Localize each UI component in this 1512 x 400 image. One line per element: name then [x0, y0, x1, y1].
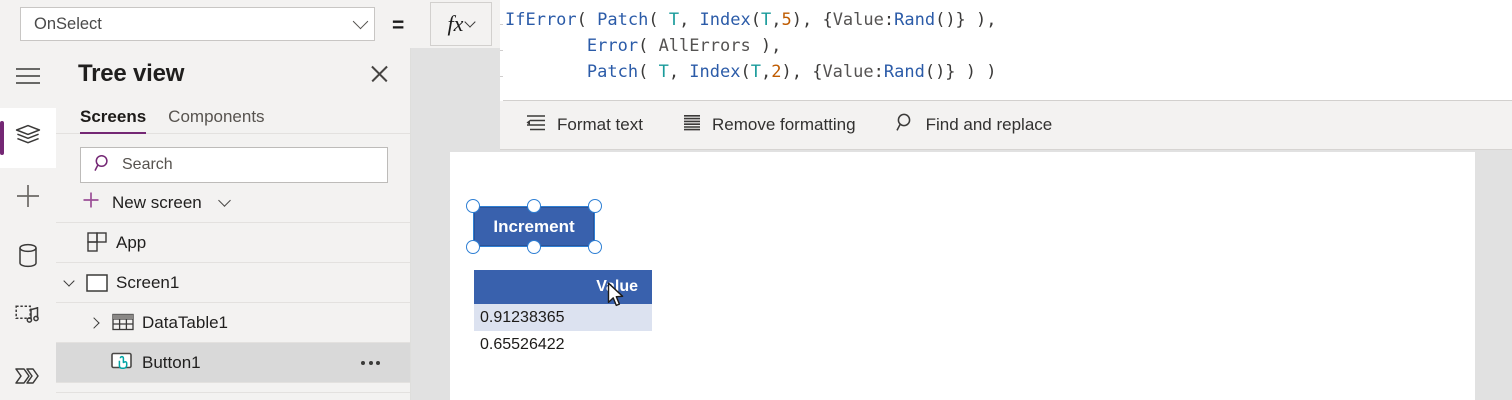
new-screen-label: New screen: [112, 192, 202, 212]
resize-handle-top-left[interactable]: [466, 199, 480, 213]
plus-icon: [82, 191, 100, 214]
app-grid-icon: [82, 232, 112, 253]
data-table-column-header[interactable]: Value: [474, 270, 652, 304]
cell-value: 0.65526422: [480, 335, 565, 353]
tab-screens[interactable]: Screens: [80, 107, 147, 134]
tree-view-panel: Tree view Screens Components New scree: [56, 48, 411, 400]
increment-button-label: Increment: [493, 216, 575, 236]
chevron-down-icon: [352, 13, 369, 30]
database-data-icon: [17, 243, 39, 274]
fx-label: fx: [447, 11, 464, 36]
format-text-label: Format text: [557, 115, 643, 134]
table-row[interactable]: 0.91238365: [474, 304, 652, 331]
property-dropdown-value: OnSelect: [34, 14, 102, 33]
resize-handle-bottom-left[interactable]: [466, 240, 480, 254]
tree-item-label: App: [116, 232, 147, 252]
data-table[interactable]: Value 0.91238365 0.65526422: [474, 270, 652, 358]
more-options-icon[interactable]: [361, 343, 380, 383]
search-input[interactable]: [122, 156, 387, 174]
search-box[interactable]: [80, 147, 388, 183]
tree-item-app[interactable]: App: [56, 223, 410, 263]
layers-tree-view-icon: [15, 124, 41, 153]
plus-insert-icon: [15, 183, 41, 214]
equals-sign: =: [392, 14, 405, 37]
twisty-collapsed[interactable]: [82, 316, 108, 329]
resize-handle-top-right[interactable]: [588, 199, 602, 213]
button-cursor-icon: [108, 352, 138, 373]
tree-item-label: Button1: [142, 352, 201, 372]
increment-button[interactable]: Increment: [474, 207, 594, 246]
sidebar-item-data[interactable]: [0, 228, 56, 288]
remove-formatting-icon: [683, 114, 701, 136]
formula-bar[interactable]: IfError( Patch( T, Index(T,5), {Value:Ra…: [500, 0, 1512, 101]
formula-toolbar: Format text Remove formatting Find and r…: [500, 101, 1512, 150]
sidebar-item-insert[interactable]: [0, 168, 56, 228]
page-title: Tree view: [78, 60, 185, 87]
app-canvas[interactable]: Increment Value 0.91238365 0.65526422: [450, 152, 1475, 400]
column-header-label: Value: [596, 278, 638, 295]
new-screen-button[interactable]: New screen: [56, 183, 410, 223]
property-dropdown[interactable]: OnSelect: [20, 7, 375, 41]
property-bar: OnSelect = fx: [0, 0, 500, 48]
resize-handle-top-center[interactable]: [527, 199, 541, 213]
media-icon: [15, 304, 41, 333]
tree-item-datatable1[interactable]: DataTable1: [56, 303, 410, 343]
resize-handle-bottom-right[interactable]: [588, 240, 602, 254]
tree-item-label: DataTable1: [142, 312, 229, 332]
hamburger-menu-button[interactable]: [0, 48, 56, 108]
table-icon: [108, 313, 138, 332]
tree-view-header: Tree view: [56, 48, 410, 100]
chevron-down-icon: [464, 16, 477, 28]
formula-text[interactable]: IfError( Patch( T, Index(T,5), {Value:Ra…: [505, 10, 997, 82]
close-icon[interactable]: [364, 59, 394, 89]
find-and-replace-button[interactable]: Find and replace: [882, 101, 1067, 150]
sidebar-item-tree-view[interactable]: [0, 108, 56, 168]
sidebar-item-power-automate[interactable]: [0, 348, 56, 400]
tree-item-button1[interactable]: Button1: [56, 343, 410, 383]
search-icon: [94, 154, 112, 177]
tree-item-screen1[interactable]: Screen1: [56, 263, 410, 303]
twisty-expanded[interactable]: [56, 274, 82, 287]
cell-value: 0.91238365: [480, 308, 565, 326]
remove-formatting-label: Remove formatting: [711, 115, 856, 134]
format-text-button[interactable]: Format text: [512, 101, 657, 150]
formula-line-gutter: [500, 0, 503, 101]
tab-components[interactable]: Components: [168, 107, 265, 126]
remove-formatting-button[interactable]: Remove formatting: [669, 101, 870, 150]
canvas-area: Increment Value 0.91238365 0.65526422: [411, 150, 1512, 400]
fx-button[interactable]: fx: [430, 2, 492, 46]
left-icon-rail: [0, 48, 56, 400]
chevron-down-icon: [217, 193, 231, 207]
find-and-replace-label: Find and replace: [925, 115, 1053, 134]
resize-handle-bottom-center[interactable]: [527, 240, 541, 254]
sidebar-item-media[interactable]: [0, 288, 56, 348]
power-automate-flow-icon: [14, 366, 42, 391]
screen-rectangle-icon: [82, 273, 112, 292]
tree-item-label: Screen1: [116, 272, 180, 292]
search-icon: [895, 113, 915, 137]
hamburger-menu-icon: [15, 67, 41, 90]
format-text-icon: [526, 114, 546, 136]
tree-list-continuation: [56, 392, 410, 400]
table-row[interactable]: 0.65526422: [474, 331, 652, 358]
tree-view-tabs: Screens Components: [56, 100, 410, 134]
